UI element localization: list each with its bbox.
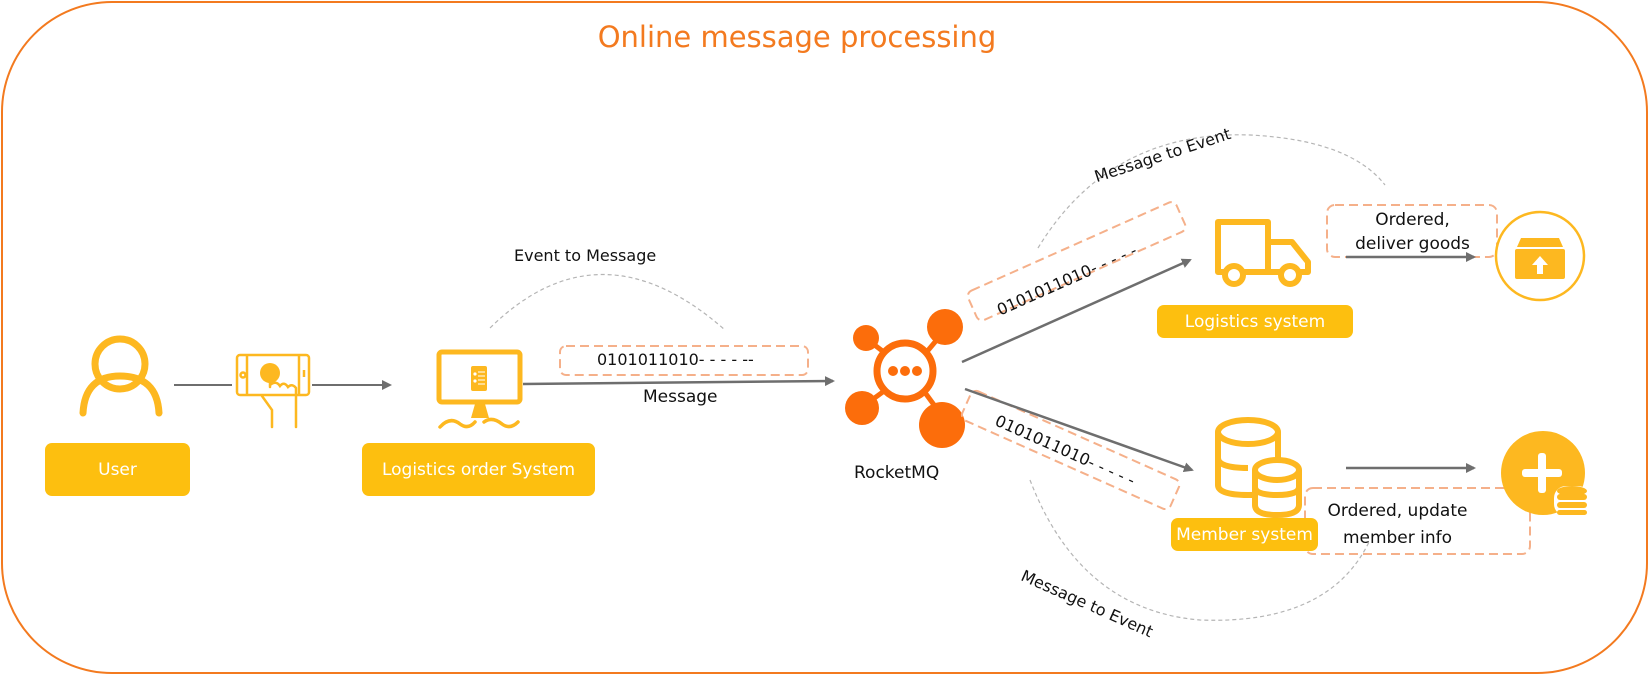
arrow-rocketmq-to-member: [964, 387, 1194, 473]
database-icon: [1215, 417, 1302, 519]
user-icon: [79, 335, 163, 417]
add-database-icon: [1501, 431, 1590, 516]
arc-event-to-message-label: Event to Message: [514, 246, 657, 265]
node-rocketmq-label: RocketMQ: [854, 463, 940, 483]
phone-tap-icon: [235, 353, 311, 429]
page-title: Online message processing: [597, 20, 997, 54]
logistics-action-line2: deliver goods: [1355, 234, 1470, 254]
member-action-label: Ordered, update member info: [1310, 498, 1485, 552]
edge-message-label: Message: [643, 387, 718, 407]
action-box-member: [1304, 487, 1531, 555]
node-order-system-label: Logistics order System: [362, 443, 595, 496]
payload-box-order: [559, 345, 809, 376]
node-user-label: User: [45, 443, 190, 496]
node-logistics-label: Logistics system: [1157, 305, 1353, 338]
arc-message-to-event-bottom: [1029, 479, 1371, 621]
member-action-line2: member info: [1342, 528, 1453, 548]
action-box-logistics: [1326, 204, 1498, 258]
member-action-line1: Ordered, update: [1327, 501, 1468, 521]
node-member-label: Member system: [1171, 518, 1318, 551]
rocketmq-icon: [845, 309, 965, 448]
logistics-action-line1: Ordered,: [1375, 210, 1450, 230]
truck-icon: [1215, 219, 1311, 287]
payload-order: 0101011010- - - - --: [597, 350, 754, 369]
arc-message-to-event-top: [1037, 134, 1386, 249]
box-upload-icon: [1494, 210, 1586, 302]
monitor-icon: [436, 349, 523, 429]
logistics-action-label: Ordered, deliver goods: [1330, 208, 1495, 256]
arrow-rocketmq-to-logistics: [961, 258, 1192, 364]
arrow-order-to-rocketmq: [522, 376, 835, 387]
arc-event-to-message: [489, 273, 726, 331]
